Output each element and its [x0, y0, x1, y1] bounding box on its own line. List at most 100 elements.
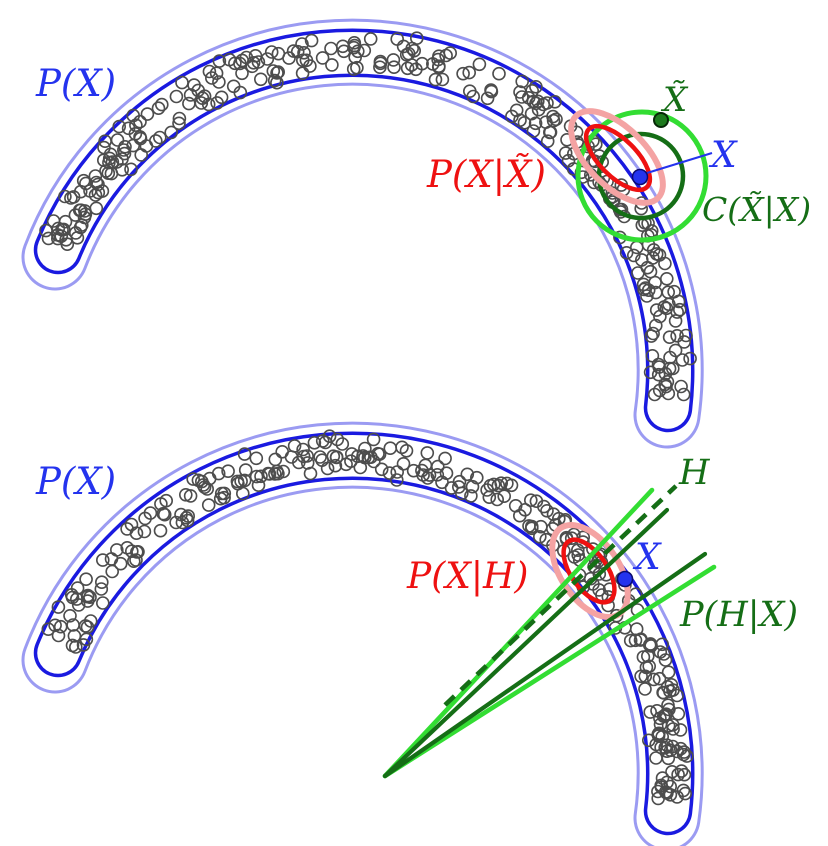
sample-point [337, 44, 351, 59]
sample-point [530, 94, 545, 109]
sample-point [126, 108, 140, 123]
sample-point [249, 451, 264, 466]
sample-point [164, 125, 178, 140]
sample-point [524, 106, 539, 121]
sample-point [574, 165, 589, 180]
sample-point [407, 43, 422, 58]
sample-point [466, 89, 481, 104]
sample-point [383, 441, 398, 456]
sample-point [270, 75, 284, 90]
sample-point [631, 266, 645, 280]
sample-point [666, 683, 680, 697]
sample-point [522, 519, 536, 533]
top-prior-label: P(X) [35, 62, 116, 105]
sample-point [315, 51, 330, 65]
posterior-ellipse-outer-top [568, 108, 666, 206]
sample-point [592, 583, 606, 597]
sample-point [660, 738, 674, 753]
sample-point [660, 744, 674, 759]
sample-point [571, 548, 586, 562]
top-panel: P(X) P(X|X̃) X̃ X C(X̃|X) [21, 18, 811, 449]
sample-point [465, 479, 480, 494]
sample-point [175, 515, 190, 530]
sample-point [125, 544, 139, 559]
sample-point [77, 210, 92, 225]
sample-point [623, 633, 638, 648]
sample-point [649, 751, 663, 765]
sample-point [456, 66, 470, 81]
sample-point [647, 387, 662, 402]
sample-point [661, 665, 676, 680]
sample-point [464, 489, 478, 503]
sample-point [651, 784, 665, 799]
sample-point [677, 767, 692, 782]
sample-point [673, 723, 688, 737]
sample-point [667, 284, 681, 299]
sample-point [409, 62, 423, 77]
sample-point [105, 564, 119, 579]
xtilde-dot [653, 112, 669, 128]
sample-point [350, 60, 364, 75]
sample-point [497, 489, 512, 504]
sample-point [646, 326, 660, 341]
sample-point [133, 130, 147, 144]
sample-point [400, 61, 415, 76]
sample-point [182, 96, 196, 111]
sample-point [187, 78, 201, 92]
sample-point [679, 328, 693, 343]
sample-point [540, 503, 554, 518]
sample-point [201, 498, 216, 512]
sample-point [275, 444, 290, 459]
sample-point [358, 441, 372, 456]
sample-point [83, 614, 98, 628]
noise-circle-outer [575, 109, 709, 243]
sample-point [658, 366, 673, 381]
bottom-posterior-label: P(X|H) [406, 556, 528, 597]
sample-point [89, 201, 104, 216]
sample-point [295, 37, 309, 51]
cone-ray-dark-upper [382, 507, 670, 779]
sample-point [63, 608, 77, 623]
bottom-prior-label: P(X) [35, 460, 116, 503]
sample-point [344, 454, 358, 469]
sample-point [666, 722, 680, 736]
sample-point [153, 130, 167, 145]
sample-point [350, 44, 365, 59]
sample-point [143, 506, 158, 520]
top-banana-distribution [21, 18, 704, 449]
sample-point [212, 75, 226, 89]
sample-point [205, 71, 219, 85]
sample-point [325, 58, 339, 72]
sample-point [172, 111, 187, 126]
sample-point [363, 32, 378, 46]
sample-point [304, 33, 319, 48]
sample-point [237, 447, 252, 461]
sample-point [83, 590, 97, 605]
noise-dist-label: C(X̃|X) [702, 190, 811, 229]
sample-point [169, 89, 184, 104]
sample-point [103, 147, 118, 162]
sample-point [217, 490, 231, 505]
sample-point [235, 66, 249, 81]
sample-point [297, 45, 311, 60]
sample-point [112, 119, 126, 134]
sample-point [236, 486, 250, 501]
sample-point [451, 480, 466, 494]
sample-point [425, 57, 440, 71]
sample-point [154, 497, 168, 511]
sample-point [58, 189, 72, 204]
sample-point [71, 598, 86, 612]
sample-point [683, 351, 697, 366]
bottom-banana-distribution [21, 421, 704, 846]
sample-point [439, 48, 453, 63]
sample-point [235, 53, 249, 68]
sample-point [664, 677, 679, 692]
sample-point [290, 44, 305, 59]
sample-point [357, 450, 372, 465]
sample-point [347, 35, 362, 50]
sample-point [662, 330, 677, 345]
sample-point [271, 46, 286, 61]
xtilde-label: X̃ [660, 80, 689, 120]
sample-point [322, 429, 337, 444]
sample-point [202, 64, 217, 79]
